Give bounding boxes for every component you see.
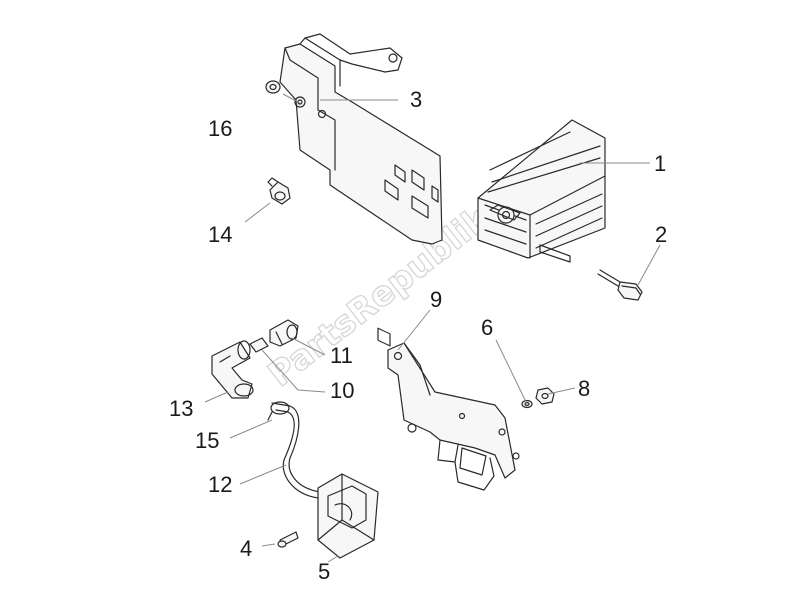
socket-part-10: [249, 337, 269, 353]
bulb-part: [269, 319, 299, 347]
callout-4: 4: [240, 536, 252, 561]
mounting-bracket-part: [279, 33, 443, 347]
callout-labels: 1 2 3 4 5 6 8 9 10 11 12 13 14 15 16: [169, 87, 667, 584]
callout-12: 12: [208, 472, 232, 497]
screw-part-4: [277, 531, 299, 548]
callout-6: 6: [481, 315, 493, 340]
callout-14: 14: [208, 222, 232, 247]
ignition-coil-part: [317, 473, 379, 559]
watermark: PartsRepublik: [261, 198, 498, 396]
lower-bracket-part: [387, 342, 520, 491]
callout-16: 16: [208, 116, 232, 141]
cable-boot-part: [211, 340, 254, 399]
nut-part-16: [265, 80, 281, 94]
callout-10: 10: [330, 378, 354, 403]
leader-lines: [204, 93, 661, 563]
callout-3: 3: [410, 87, 422, 112]
cable-part: [271, 402, 321, 499]
hose-clamp-part: [267, 401, 290, 421]
callout-13: 13: [169, 396, 193, 421]
callout-1: 1: [654, 151, 666, 176]
callout-9: 9: [430, 287, 442, 312]
cable-clip-part: [267, 177, 291, 205]
callout-2: 2: [655, 222, 667, 247]
nut-part-8: [535, 387, 555, 405]
voltage-regulator-part: [477, 119, 606, 263]
callout-15: 15: [195, 428, 219, 453]
callout-11: 11: [330, 343, 353, 368]
bolt-part-2: [597, 269, 643, 301]
callout-5: 5: [318, 559, 330, 584]
callout-8: 8: [578, 376, 590, 401]
